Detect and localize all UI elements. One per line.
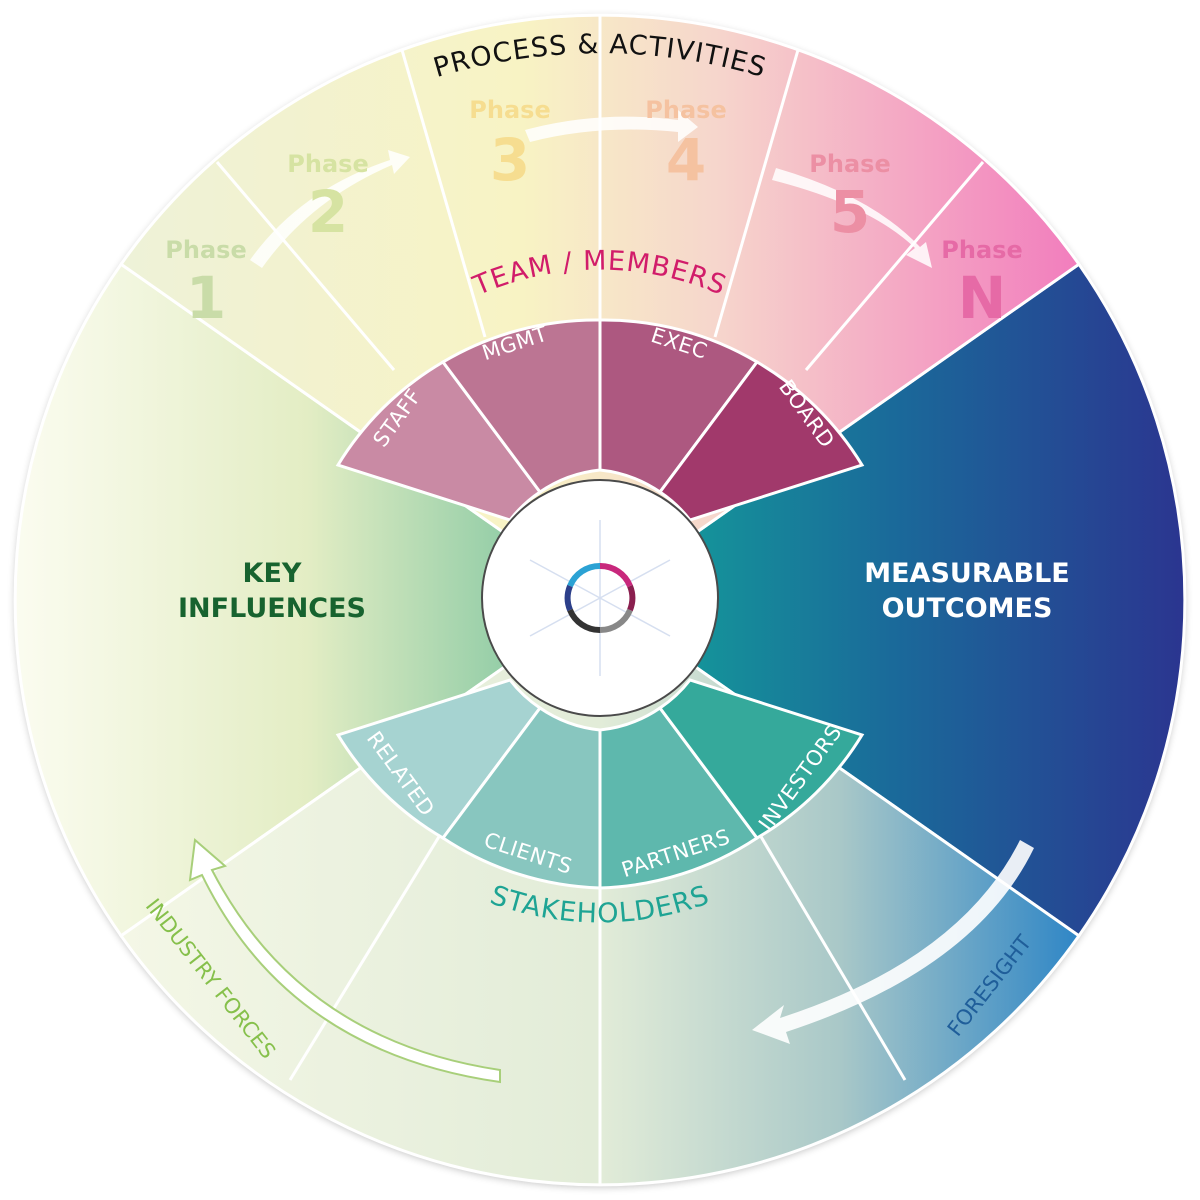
arrow-phase3-to-4 (525, 110, 698, 142)
phase-3-number: 3 (490, 126, 530, 194)
phase-3-word: Phase (469, 96, 550, 124)
stakeholder-segment-related[interactable] (335, 678, 543, 840)
arrow-phase5-to-n (772, 168, 932, 268)
stakeholder-segment-partners[interactable] (598, 705, 760, 890)
stakeholders-ring (335, 678, 865, 890)
stakeholder-dividers (288, 834, 907, 1185)
team-members-ring (335, 318, 865, 522)
phase-1-number: 1 (186, 264, 226, 332)
team-segment-staff[interactable] (335, 360, 543, 522)
phase-5-number: 5 (830, 178, 870, 246)
measurable-outcomes-quadrant (597, 262, 1187, 938)
team-segment-exec[interactable] (598, 318, 760, 495)
phase-label-3[interactable]: Phase 3 (469, 96, 550, 194)
stakeholder-segment-investors[interactable] (657, 678, 865, 840)
phase-n-word: Phase (941, 236, 1022, 264)
phase-1-word: Phase (165, 236, 246, 264)
phase-label-n[interactable]: Phase N (941, 236, 1022, 332)
phase-2-word: Phase (287, 150, 368, 178)
industry-forces-arrow (188, 838, 501, 1084)
phase-label-4[interactable]: Phase 4 (645, 96, 726, 194)
measurable-outcomes-title-line1: MEASURABLE (864, 558, 1070, 589)
stakeholder-segment-clients[interactable] (440, 705, 602, 890)
phase-label-2[interactable]: Phase 2 (287, 150, 368, 246)
key-influences-title-line1: KEY (243, 558, 302, 589)
measurable-outcomes-title-line2: OUTCOMES (882, 593, 1053, 624)
hub-spokes (529, 520, 671, 676)
phase-5-word: Phase (809, 150, 890, 178)
phase-label-1[interactable]: Phase 1 (165, 236, 246, 332)
key-influences-quadrant (13, 262, 603, 938)
team-segment-mgmt[interactable] (440, 318, 602, 495)
phase-label-5[interactable]: Phase 5 (809, 150, 890, 246)
team-segment-board[interactable] (657, 360, 865, 522)
foresight-arrow (752, 840, 1034, 1044)
key-influences-title-line2: INFLUENCES (178, 593, 366, 624)
phase-flow-arrows (250, 110, 932, 268)
phase-n-number: N (958, 264, 1007, 332)
hub-ring-icon (564, 562, 636, 634)
arrow-phase1-to-2 (250, 150, 410, 268)
phase-4-word: Phase (645, 96, 726, 124)
phase-2-number: 2 (308, 178, 348, 246)
phase-dividers (215, 15, 985, 371)
phase-4-number: 4 (666, 126, 706, 194)
